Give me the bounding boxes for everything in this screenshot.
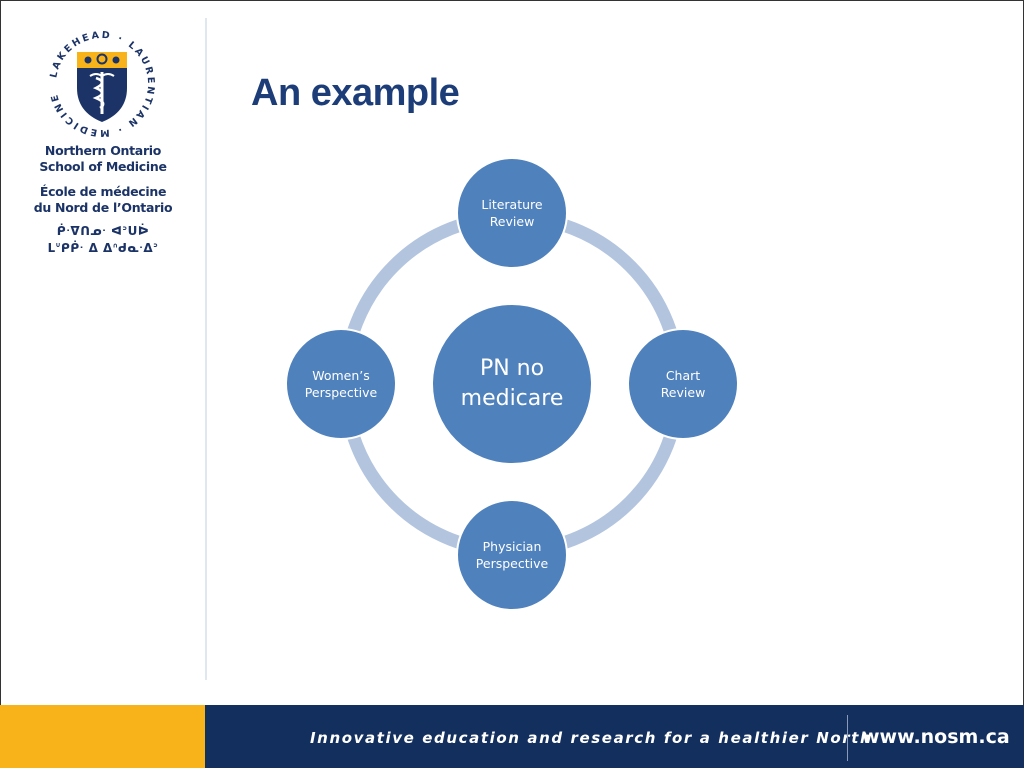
school-names: Northern Ontario School of Medicine Écol… [20, 143, 186, 257]
node-top-line1: Literature [481, 197, 543, 212]
sidebar-divider [205, 18, 207, 680]
node-top-line2: Review [489, 214, 535, 229]
node-right-line2: Review [660, 385, 706, 400]
node-left-label: Women’s Perspective [286, 367, 396, 401]
footer-website: www.nosm.ca [862, 726, 1010, 748]
center-label-line2: medicare [460, 386, 564, 411]
footer-tagline: Innovative education and research for a … [310, 729, 880, 747]
cycle-diagram [285, 157, 739, 611]
footer-divider [847, 715, 848, 761]
node-left-line1: Women’s [312, 368, 370, 383]
node-right [627, 328, 739, 440]
node-bottom-line1: Physician [482, 539, 542, 554]
node-bottom [456, 499, 568, 611]
node-bottom-line2: Perspective [475, 556, 549, 571]
node-right-line1: Chart [665, 368, 701, 383]
node-left-line2: Perspective [304, 385, 378, 400]
school-name-fr-2: du Nord de l’Ontario [33, 200, 173, 215]
center-node [431, 303, 593, 465]
node-bottom-label: Physician Perspective [457, 538, 567, 572]
node-right-label: Chart Review [628, 367, 738, 401]
center-node-label: PN no medicare [437, 354, 587, 414]
footer-gold-band [0, 705, 205, 768]
footer-navy-band [205, 705, 1024, 768]
school-name-en-1: Northern Ontario [44, 143, 162, 158]
school-name-syll-2: ᒪᐡᑭᑮᐧ ᐃ ᐃᐢᑯᓇᐧᐃᐣ [47, 241, 159, 255]
school-name-fr-1: École de médecine [39, 184, 167, 199]
node-left [285, 328, 397, 440]
school-name-en-2: School of Medicine [39, 159, 167, 174]
nosm-logo-icon: LAKEHEAD · LAURENTIAN · MEDICINE · [44, 26, 157, 139]
center-label-line1: PN no [479, 356, 545, 381]
slide-title: An example [251, 72, 460, 114]
node-top-label: Literature Review [457, 196, 567, 230]
school-name-syll-1: ᑮᐧᐁᑎᓄᐧ ᐊᐣᑌᐆ [56, 224, 150, 238]
node-top [456, 157, 568, 269]
